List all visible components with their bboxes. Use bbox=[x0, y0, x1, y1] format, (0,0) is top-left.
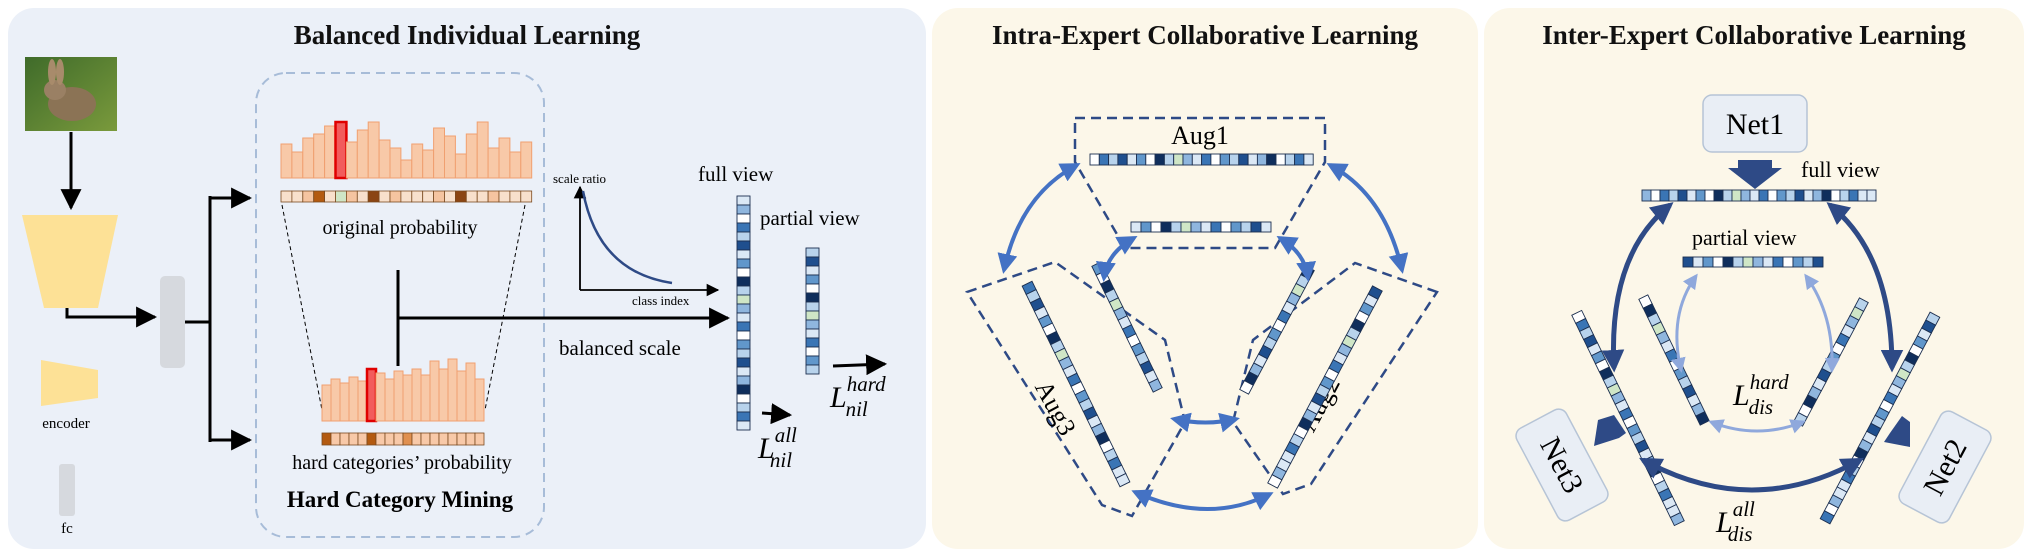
panel-title: Intra-Expert Collaborative Learning bbox=[992, 20, 1418, 50]
scale-ratio-label: scale ratio bbox=[553, 171, 606, 186]
p3-full-view-label: full view bbox=[1801, 157, 1880, 182]
encoder-to-fc-arrow bbox=[65, 306, 158, 328]
encoder-legend-icon bbox=[41, 360, 98, 406]
encoder-block bbox=[22, 215, 118, 308]
partial-view-vector bbox=[805, 247, 820, 375]
hard-mining-label: Hard Category Mining bbox=[287, 487, 514, 512]
fc-legend-icon bbox=[59, 464, 75, 516]
aug1-label: Aug1 bbox=[1171, 121, 1229, 150]
panel-title: Inter-Expert Collaborative Learning bbox=[1542, 20, 1966, 50]
aug1-dashed-group bbox=[1073, 116, 1327, 250]
net1-label: Net1 bbox=[1726, 108, 1784, 141]
fc-legend-label: fc bbox=[61, 521, 73, 537]
inter-arrows-all bbox=[1601, 202, 1904, 493]
intra-expert-panel: Intra-Expert Collaborative Learning bbox=[932, 8, 1478, 549]
fc-layer bbox=[160, 276, 185, 368]
loss-hard-arrow bbox=[832, 354, 888, 376]
original-probability-bars bbox=[280, 120, 533, 180]
hard-probability-strip bbox=[321, 432, 485, 446]
input-image bbox=[25, 57, 117, 131]
zoom-line-left bbox=[281, 204, 323, 411]
augmentation-vectors bbox=[1021, 153, 1383, 489]
hard-probability-bars bbox=[321, 358, 485, 423]
full-view-vector bbox=[736, 195, 751, 431]
net3-box: Net3 bbox=[1515, 408, 1609, 522]
hard-mining-box bbox=[255, 72, 545, 538]
net2-box: Net2 bbox=[1898, 410, 1992, 524]
partial-view-label: partial view bbox=[760, 206, 861, 230]
net-output-arrows bbox=[1594, 160, 1910, 447]
balanced-scale-label: balanced scale bbox=[559, 336, 681, 360]
p3-partial-view-label: partial view bbox=[1692, 225, 1797, 250]
inter-arrows-hard bbox=[1670, 273, 1840, 434]
panel-title: Balanced Individual Learning bbox=[293, 20, 641, 50]
full-view-label: full view bbox=[698, 162, 774, 186]
loss-all-arrow bbox=[761, 403, 793, 425]
net1-box: Net1 bbox=[1702, 94, 1808, 153]
original-probability-label: original probability bbox=[323, 217, 478, 239]
original-probability-strip bbox=[280, 190, 533, 203]
encoder-legend-label: encoder bbox=[42, 416, 89, 432]
class-index-label: class index bbox=[632, 293, 690, 308]
intra-arrows bbox=[997, 163, 1409, 511]
scale-ratio-chart: scale ratio class index bbox=[553, 171, 720, 308]
zoom-line-right bbox=[484, 204, 526, 411]
hard-probability-label: hard categories’ probability bbox=[292, 452, 512, 474]
